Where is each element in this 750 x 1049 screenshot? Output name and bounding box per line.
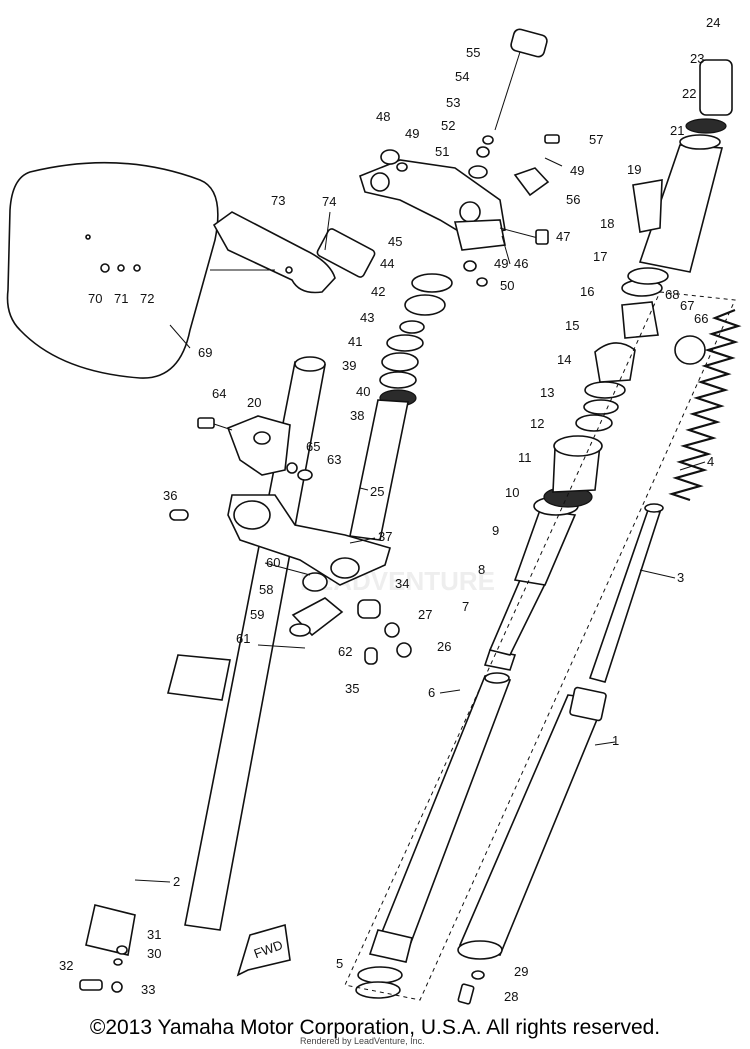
callout-1: 1 <box>612 733 619 748</box>
callout-61: 61 <box>236 631 250 646</box>
callout-60: 60 <box>266 555 280 570</box>
callout-59: 59 <box>250 607 264 622</box>
callout-55: 55 <box>466 45 480 60</box>
fork-spring <box>668 308 742 502</box>
callout-25: 25 <box>370 484 384 499</box>
callout-31: 31 <box>147 927 161 942</box>
number-plate <box>6 161 219 379</box>
fwd-arrow <box>236 923 291 977</box>
callout-2: 2 <box>173 874 180 889</box>
callout-27: 27 <box>418 607 432 622</box>
callout-30: 30 <box>147 946 161 961</box>
callout-5: 5 <box>336 956 343 971</box>
left-fork-lower-end <box>85 904 136 956</box>
callout-23: 23 <box>690 51 704 66</box>
callout-49-c: 49 <box>494 256 508 271</box>
callout-33: 33 <box>141 982 155 997</box>
callout-66: 66 <box>694 311 708 326</box>
rendered-by-note: Rendered by LeadVenture, Inc. <box>300 1036 425 1046</box>
callout-54: 54 <box>455 69 469 84</box>
callout-14: 14 <box>557 352 571 367</box>
gasket <box>316 228 376 278</box>
callout-36: 36 <box>163 488 177 503</box>
leader-lines <box>134 211 706 883</box>
callout-56: 56 <box>566 192 580 207</box>
callout-26: 26 <box>437 639 451 654</box>
callout-51: 51 <box>435 144 449 159</box>
callout-67: 67 <box>680 298 694 313</box>
callout-32: 32 <box>59 958 73 973</box>
fork-cap-bolt <box>699 59 733 116</box>
inner-tube-seal-ring <box>368 929 413 963</box>
callout-13: 13 <box>540 385 554 400</box>
callout-21: 21 <box>670 123 684 138</box>
callout-50: 50 <box>500 278 514 293</box>
callout-22: 22 <box>682 86 696 101</box>
callout-65: 65 <box>306 439 320 454</box>
headlight-bracket <box>226 415 291 476</box>
copyright-notice: ©2013 Yamaha Motor Corporation, U.S.A. A… <box>89 1016 661 1039</box>
rubber-cap <box>594 342 636 383</box>
callout-3: 3 <box>677 570 684 585</box>
callout-34: 34 <box>395 576 409 591</box>
callout-35: 35 <box>345 681 359 696</box>
callout-70: 70 <box>88 291 102 306</box>
callout-52: 52 <box>441 118 455 133</box>
callout-29: 29 <box>514 964 528 979</box>
callout-64: 64 <box>212 386 226 401</box>
callout-8: 8 <box>478 562 485 577</box>
callout-53: 53 <box>446 95 460 110</box>
callout-49-b: 49 <box>570 163 584 178</box>
callout-6: 6 <box>428 685 435 700</box>
callout-47: 47 <box>556 229 570 244</box>
callout-68: 68 <box>665 287 679 302</box>
callout-18: 18 <box>600 216 614 231</box>
callout-40: 40 <box>356 384 370 399</box>
callout-16: 16 <box>580 284 594 299</box>
callout-19: 19 <box>627 162 641 177</box>
callout-9: 9 <box>492 523 499 538</box>
steering-stem-bolt-cap <box>510 28 548 58</box>
callout-71: 71 <box>114 291 128 306</box>
callout-62: 62 <box>338 644 352 659</box>
callout-10: 10 <box>505 485 519 500</box>
callout-20: 20 <box>247 395 261 410</box>
callout-72: 72 <box>140 291 154 306</box>
callout-69: 69 <box>198 345 212 360</box>
callout-46: 46 <box>514 256 528 271</box>
callout-28: 28 <box>504 989 518 1004</box>
callout-11: 11 <box>518 450 532 465</box>
callout-57: 57 <box>589 132 603 147</box>
top-cover <box>621 301 659 339</box>
callout-41: 41 <box>348 334 362 349</box>
callout-labels: 1 2 3 4 5 6 7 8 9 10 11 12 13 14 15 16 1… <box>59 15 720 1004</box>
damper-rod <box>588 509 662 683</box>
callout-7: 7 <box>462 599 469 614</box>
callout-44: 44 <box>380 256 394 271</box>
callout-43: 43 <box>360 310 374 325</box>
callout-12: 12 <box>530 416 544 431</box>
fork-spacer <box>488 579 547 656</box>
callout-42: 42 <box>371 284 385 299</box>
callout-48: 48 <box>376 109 390 124</box>
callout-38: 38 <box>350 408 364 423</box>
callout-37: 37 <box>378 529 392 544</box>
callout-4: 4 <box>707 454 714 469</box>
callout-15: 15 <box>565 318 579 333</box>
callout-74: 74 <box>322 194 336 209</box>
callout-45: 45 <box>388 234 402 249</box>
fork-collar <box>513 509 577 586</box>
steering-stem <box>349 399 409 541</box>
callout-39: 39 <box>342 358 356 373</box>
callout-17: 17 <box>593 249 607 264</box>
callout-49-a: 49 <box>405 126 419 141</box>
callout-63: 63 <box>327 452 341 467</box>
plate-bracket <box>212 211 336 294</box>
callout-58: 58 <box>259 582 273 597</box>
callout-73: 73 <box>271 193 285 208</box>
callout-24: 24 <box>706 15 720 30</box>
